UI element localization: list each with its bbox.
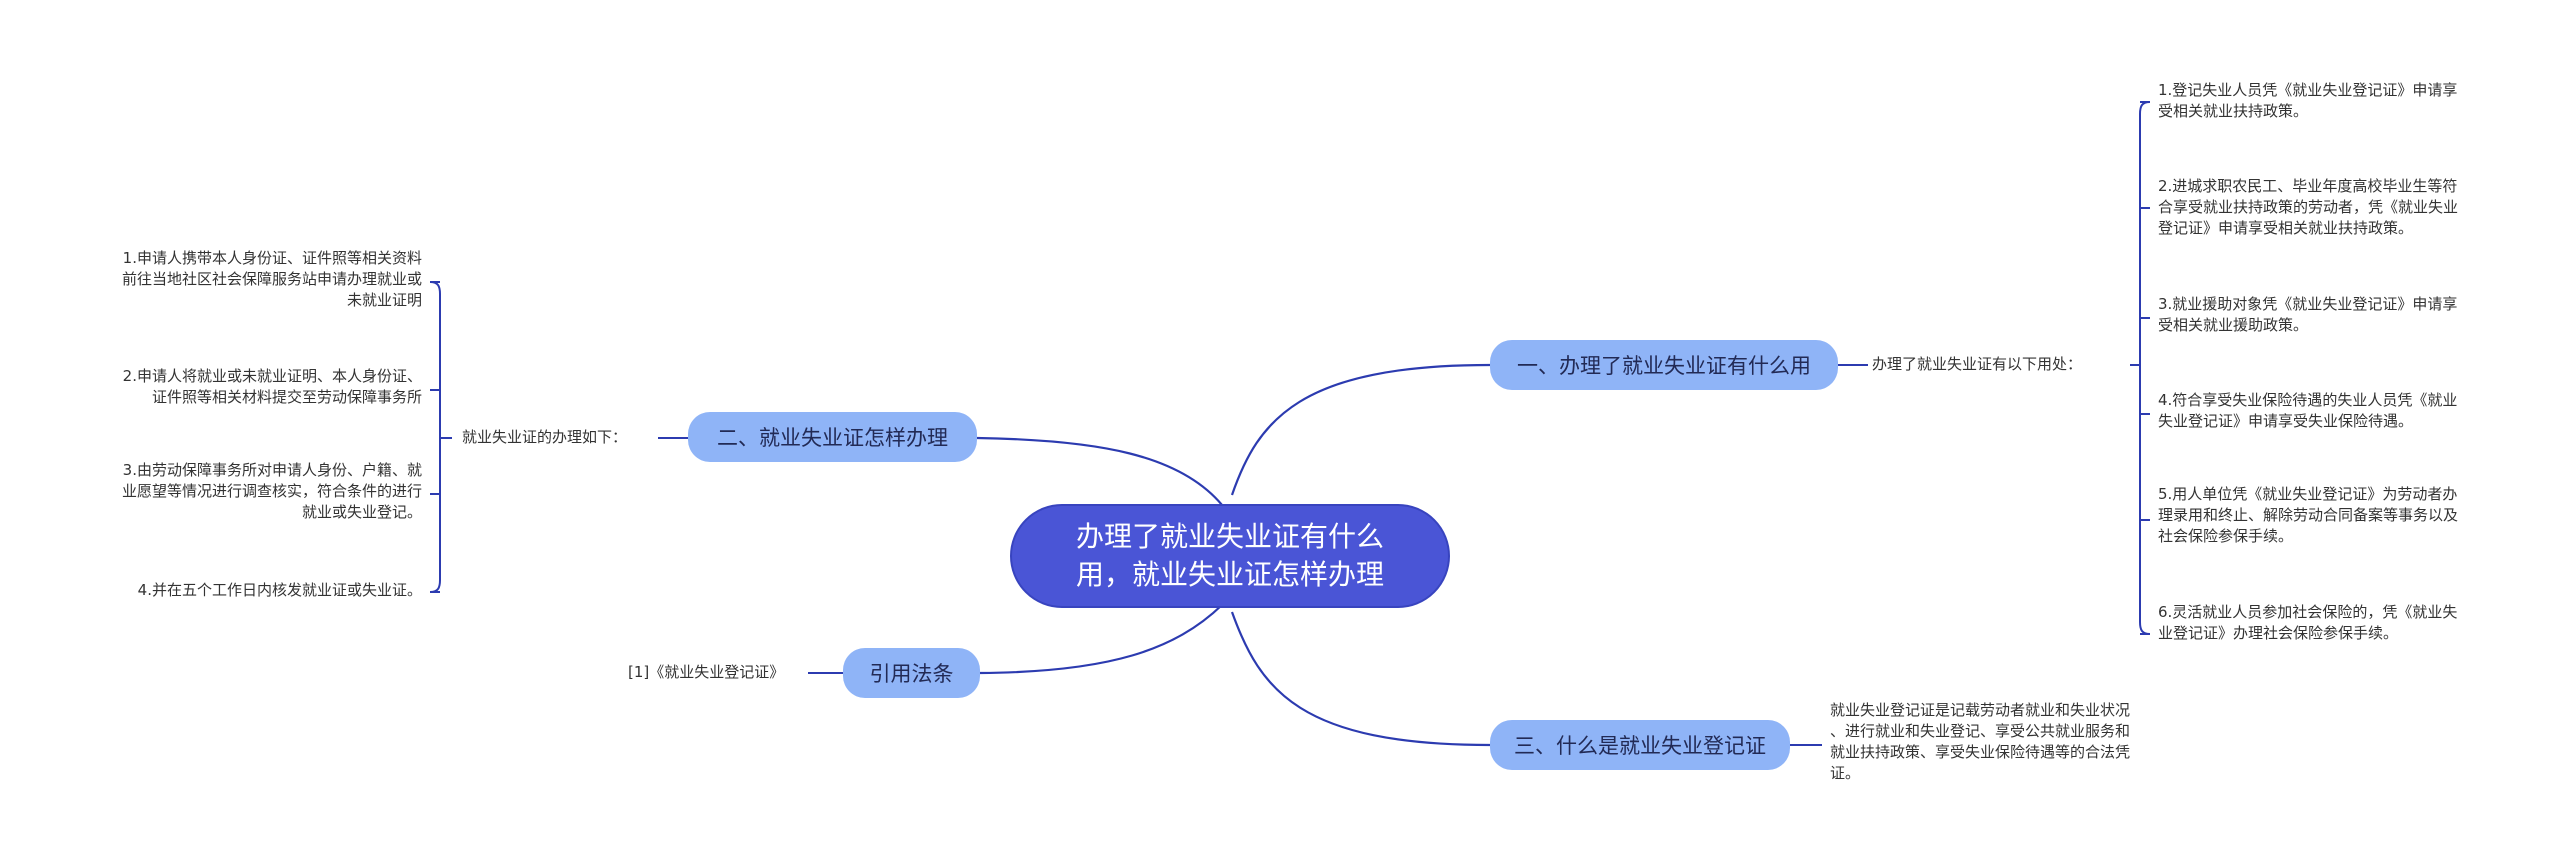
brace-b1 <box>2139 101 2151 635</box>
link-root-b1 <box>1230 363 1491 496</box>
root-topic[interactable]: 办理了就业失业证有什么 用，就业失业证怎样办理 <box>1010 504 1450 608</box>
cited-law-reference: [1]《就业失业登记证》 <box>628 663 785 681</box>
branch-usage-title: 一、办理了就业失业证有什么用 <box>1517 354 1811 378</box>
apply-step-1: 1.申请人携带本人身份证、证件照等相关资料 前往当地社区社会保障服务站申请办理就… <box>121 249 422 309</box>
brace-b2 <box>429 281 441 593</box>
link-root-b3 <box>1230 611 1491 747</box>
apply-step-2: 2.申请人将就业或未就业证明、本人身份证、 证件照等相关材料提交至劳动保障事务所 <box>122 367 422 406</box>
usage-item-5: 5.用人单位凭《就业失业登记证》为劳动者办 理录用和终止、解除劳动合同备案等事务… <box>2158 485 2459 545</box>
usage-item-3: 3.就业援助对象凭《就业失业登记证》申请享 受相关就业援助政策。 <box>2158 295 2458 334</box>
link-root-b4 <box>979 604 1223 675</box>
branch-what-is[interactable]: 三、什么是就业失业登记证 <box>1490 720 1790 770</box>
root-line-2: 用，就业失业证怎样办理 <box>1075 558 1384 591</box>
usage-item-4: 4.符合享受失业保险待遇的失业人员凭《就业 失业登记证》申请享受失业保险待遇。 <box>2158 391 2458 430</box>
usage-intro-label: 办理了就业失业证有以下用处： <box>1872 355 2083 373</box>
apply-step-4: 4.并在五个工作日内核发就业证或失业证。 <box>137 581 422 599</box>
branch-how-to-apply[interactable]: 二、就业失业证怎样办理 <box>688 412 977 462</box>
branch-what-is-title: 三、什么是就业失业登记证 <box>1514 734 1766 758</box>
what-is-definition: 就业失业登记证是记载劳动者就业和失业状况 、进行就业和失业登记、享受公共就业服务… <box>1830 701 2131 782</box>
branch-cited-law-title: 引用法条 <box>869 662 954 686</box>
branch-cited-law[interactable]: 引用法条 <box>843 648 980 698</box>
apply-step-3: 3.由劳动保障事务所对申请人身份、户籍、就 业愿望等情况进行调查核实，符合条件的… <box>121 461 422 521</box>
link-root-b2 <box>976 436 1223 506</box>
root-line-1: 办理了就业失业证有什么 <box>1075 520 1384 553</box>
usage-item-6: 6.灵活就业人员参加社会保险的，凭《就业失 业登记证》办理社会保险参保手续。 <box>2158 603 2458 642</box>
branch-how-to-apply-title: 二、就业失业证怎样办理 <box>717 426 948 450</box>
apply-intro-label: 就业失业证的办理如下： <box>462 428 628 446</box>
usage-item-2: 2.进城求职农民工、毕业年度高校毕业生等符 合享受就业扶持政策的劳动者，凭《就业… <box>2158 177 2459 237</box>
usage-item-1: 1.登记失业人员凭《就业失业登记证》申请享 受相关就业扶持政策。 <box>2158 81 2458 120</box>
branch-usage[interactable]: 一、办理了就业失业证有什么用 <box>1490 340 1838 390</box>
